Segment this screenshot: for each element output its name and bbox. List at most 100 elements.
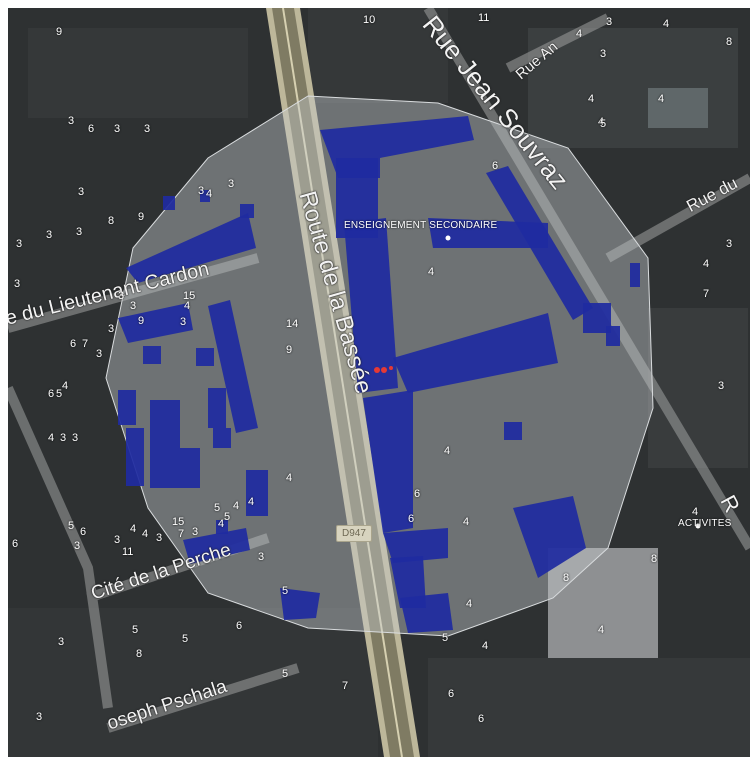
house-number: 4 [62,380,69,392]
house-number: 4 [248,496,255,508]
house-number: 9 [138,315,145,327]
house-number: 11 [122,546,134,558]
house-number: 14 [286,318,299,330]
house-number: 8 [108,215,115,227]
house-number: 4 [663,18,670,30]
house-number: 3 [606,16,613,28]
house-number: 5 [132,624,139,636]
house-number: 6 [70,338,77,350]
house-number: 3 [600,48,607,60]
house-number: 3 [46,229,53,241]
house-number: 7 [342,680,349,692]
map-canvas [8,8,750,757]
house-number: 4 [206,188,213,200]
house-number: 4 [463,516,470,528]
house-number: 6 [414,488,421,500]
map-view[interactable]: Rue Jean Souvraz Route de la Bassée e du… [8,8,750,757]
house-number: 4 [218,518,225,530]
house-number: 4 [286,472,293,484]
house-number: 8 [563,572,570,584]
house-number: 7 [82,338,89,350]
house-number: 4 [130,523,137,535]
house-number: 3 [108,323,115,335]
house-number: 3 [726,238,733,250]
house-number: 15 [183,290,196,302]
house-number: 4 [428,266,435,278]
house-number: 4 [466,598,473,610]
poi-label-enseignement-secondaire[interactable]: ENSEIGNEMENT SECONDAIRE [344,220,498,231]
house-number: 6 [12,538,19,550]
house-number: 5 [442,632,449,644]
house-number: 4 [48,432,55,444]
house-number: 6 [492,160,499,172]
house-number: 6 [80,526,87,538]
poi-dot-activites[interactable] [695,523,701,529]
house-number: 3 [118,290,125,302]
house-number: 3 [114,123,121,135]
house-number: 4 [588,93,595,105]
house-number: 3 [258,551,265,563]
house-number: 4 [692,506,699,518]
house-number: 6 [408,513,415,525]
house-number: 3 [76,226,83,238]
house-number: 3 [78,186,85,198]
poi-dot-enseignement[interactable] [445,235,451,241]
house-number: 10 [363,14,376,26]
house-number: 8 [136,648,143,660]
house-number: 5 [182,633,189,645]
house-number: 3 [74,540,81,552]
house-number: 9 [286,344,293,356]
house-number: 4 [658,93,665,105]
house-number: 3 [130,300,137,312]
house-number: 6 [448,688,455,700]
house-number: 3 [156,532,163,544]
house-number: 6 [88,123,95,135]
house-number: 5 [282,585,289,597]
house-number: 3 [144,123,151,135]
house-number: 3 [192,526,199,538]
house-number: 3 [198,185,205,197]
house-number: 4 [482,640,489,652]
house-number: 5 [214,502,221,514]
house-number: 4 [142,528,149,540]
house-number: 5 [224,511,231,523]
house-number: 15 [172,516,185,528]
house-number: 6 [236,620,243,632]
house-number: 5 [56,388,63,400]
house-number: 6 [48,388,55,400]
house-number: 4 [598,116,605,128]
red-marker[interactable] [374,366,393,373]
house-number: 4 [703,258,710,270]
coverage-areas [118,116,640,633]
house-number: 3 [36,711,43,723]
house-number: 3 [114,534,121,546]
house-number: 3 [718,380,725,392]
house-number: 3 [68,115,75,127]
house-number: 4 [576,28,583,40]
house-number: 8 [726,36,733,48]
house-number: 3 [180,316,187,328]
house-number: 3 [96,348,103,360]
road-shield-d947: D947 [336,525,372,542]
house-number: 4 [444,445,451,457]
house-number: 11 [478,12,490,24]
poi-label-activites[interactable]: ACTIVITES [678,518,732,529]
house-number: 4 [184,300,191,312]
house-number: 7 [178,528,185,540]
house-number: 3 [228,178,235,190]
house-number: 6 [478,713,485,725]
minor-roads [8,8,750,733]
house-number: 3 [58,636,65,648]
house-number: 3 [14,278,21,290]
house-number: 9 [138,211,145,223]
house-number: 3 [16,238,23,250]
house-number: 9 [56,26,63,38]
house-number: 4 [233,500,240,512]
house-number: 7 [703,288,710,300]
house-number: 4 [598,624,605,636]
house-number: 5 [68,520,75,532]
house-number: 8 [651,553,658,565]
house-number: 3 [72,432,79,444]
house-number: 3 [60,432,67,444]
house-number: 5 [282,668,289,680]
